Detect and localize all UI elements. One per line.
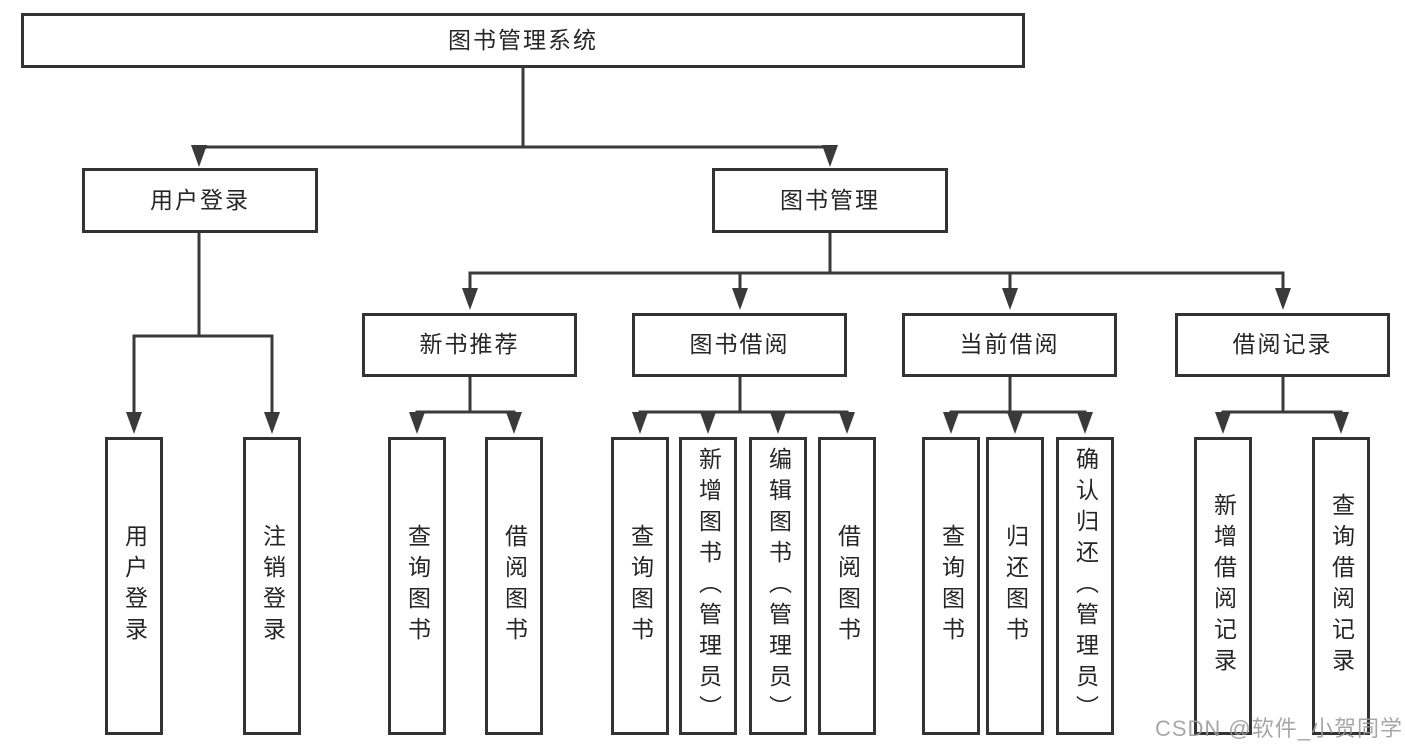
arrowhead-icon: [632, 412, 648, 434]
node-label: 查询借阅记录: [1328, 493, 1355, 679]
arrowhead-icon: [506, 412, 522, 434]
node-label: 新增图书（管理员）: [695, 446, 722, 726]
node-leaf-user-login: 用户登录: [105, 437, 163, 735]
node-leaf-bb-borrow: 借阅图书: [818, 437, 876, 735]
node-borrow-records: 借阅记录: [1175, 313, 1390, 377]
node-leaf-logout: 注销登录: [243, 437, 301, 735]
node-label: 当前借阅: [959, 331, 1060, 358]
node-new-book-rec: 新书推荐: [362, 313, 577, 377]
node-label: 用户登录: [121, 524, 148, 648]
node-label: 图书借阅: [689, 331, 790, 358]
arrowhead-icon: [700, 412, 716, 434]
node-label: 新增借阅记录: [1210, 493, 1237, 679]
arrowhead-icon: [1007, 412, 1023, 434]
node-book-borrow: 图书借阅: [632, 313, 847, 377]
arrowhead-icon: [732, 288, 748, 310]
node-root: 图书管理系统: [21, 13, 1025, 68]
arrowhead-icon: [943, 412, 959, 434]
arrowhead-icon: [191, 145, 207, 167]
arrowhead-icon: [1333, 412, 1349, 434]
node-leaf-br-query: 查询借阅记录: [1312, 437, 1370, 735]
watermark: CSDN @软件_小贺同学: [1154, 716, 1403, 741]
arrowhead-icon: [839, 412, 855, 434]
node-label: 查询图书: [938, 524, 965, 648]
node-leaf-cb-confirm: 确认归还（管理员）: [1056, 437, 1114, 735]
arrowhead-icon: [126, 412, 142, 434]
arrowhead-icon: [770, 412, 786, 434]
arrowhead-icon: [1215, 412, 1231, 434]
node-label: 图书管理: [780, 186, 880, 213]
node-book-mgmt: 图书管理: [712, 168, 948, 233]
node-label: 查询图书: [627, 524, 654, 648]
node-leaf-bb-query: 查询图书: [611, 437, 669, 735]
arrowhead-icon: [462, 288, 478, 310]
node-leaf-nbr-query: 查询图书: [388, 437, 446, 735]
node-label: 用户登录: [150, 186, 250, 213]
arrowhead-icon: [264, 412, 280, 434]
node-leaf-cb-query: 查询图书: [922, 437, 980, 735]
node-label: 注销登录: [259, 524, 286, 648]
node-label: 新书推荐: [419, 331, 520, 358]
arrowhead-icon: [822, 145, 838, 167]
node-label: 借阅图书: [501, 524, 528, 648]
node-label: 图书管理系统: [448, 26, 598, 53]
node-leaf-bb-add: 新增图书（管理员）: [679, 437, 737, 735]
arrowhead-icon: [409, 412, 425, 434]
node-leaf-cb-return: 归还图书: [986, 437, 1044, 735]
node-label: 借阅图书: [834, 524, 861, 648]
node-leaf-nbr-borrow: 借阅图书: [485, 437, 543, 735]
arrowhead-icon: [1002, 288, 1018, 310]
arrowhead-icon: [1077, 412, 1093, 434]
node-label: 查询图书: [404, 524, 431, 648]
arrowhead-icon: [1275, 288, 1291, 310]
node-label: 编辑图书（管理员）: [765, 446, 792, 726]
node-user-login: 用户登录: [82, 168, 318, 233]
node-label: 归还图书: [1002, 524, 1029, 648]
node-leaf-bb-edit: 编辑图书（管理员）: [749, 437, 807, 735]
node-leaf-br-add: 新增借阅记录: [1194, 437, 1252, 735]
node-label: 借阅记录: [1232, 331, 1333, 358]
node-current-borrow: 当前借阅: [902, 313, 1117, 377]
node-label: 确认归还（管理员）: [1072, 446, 1099, 726]
